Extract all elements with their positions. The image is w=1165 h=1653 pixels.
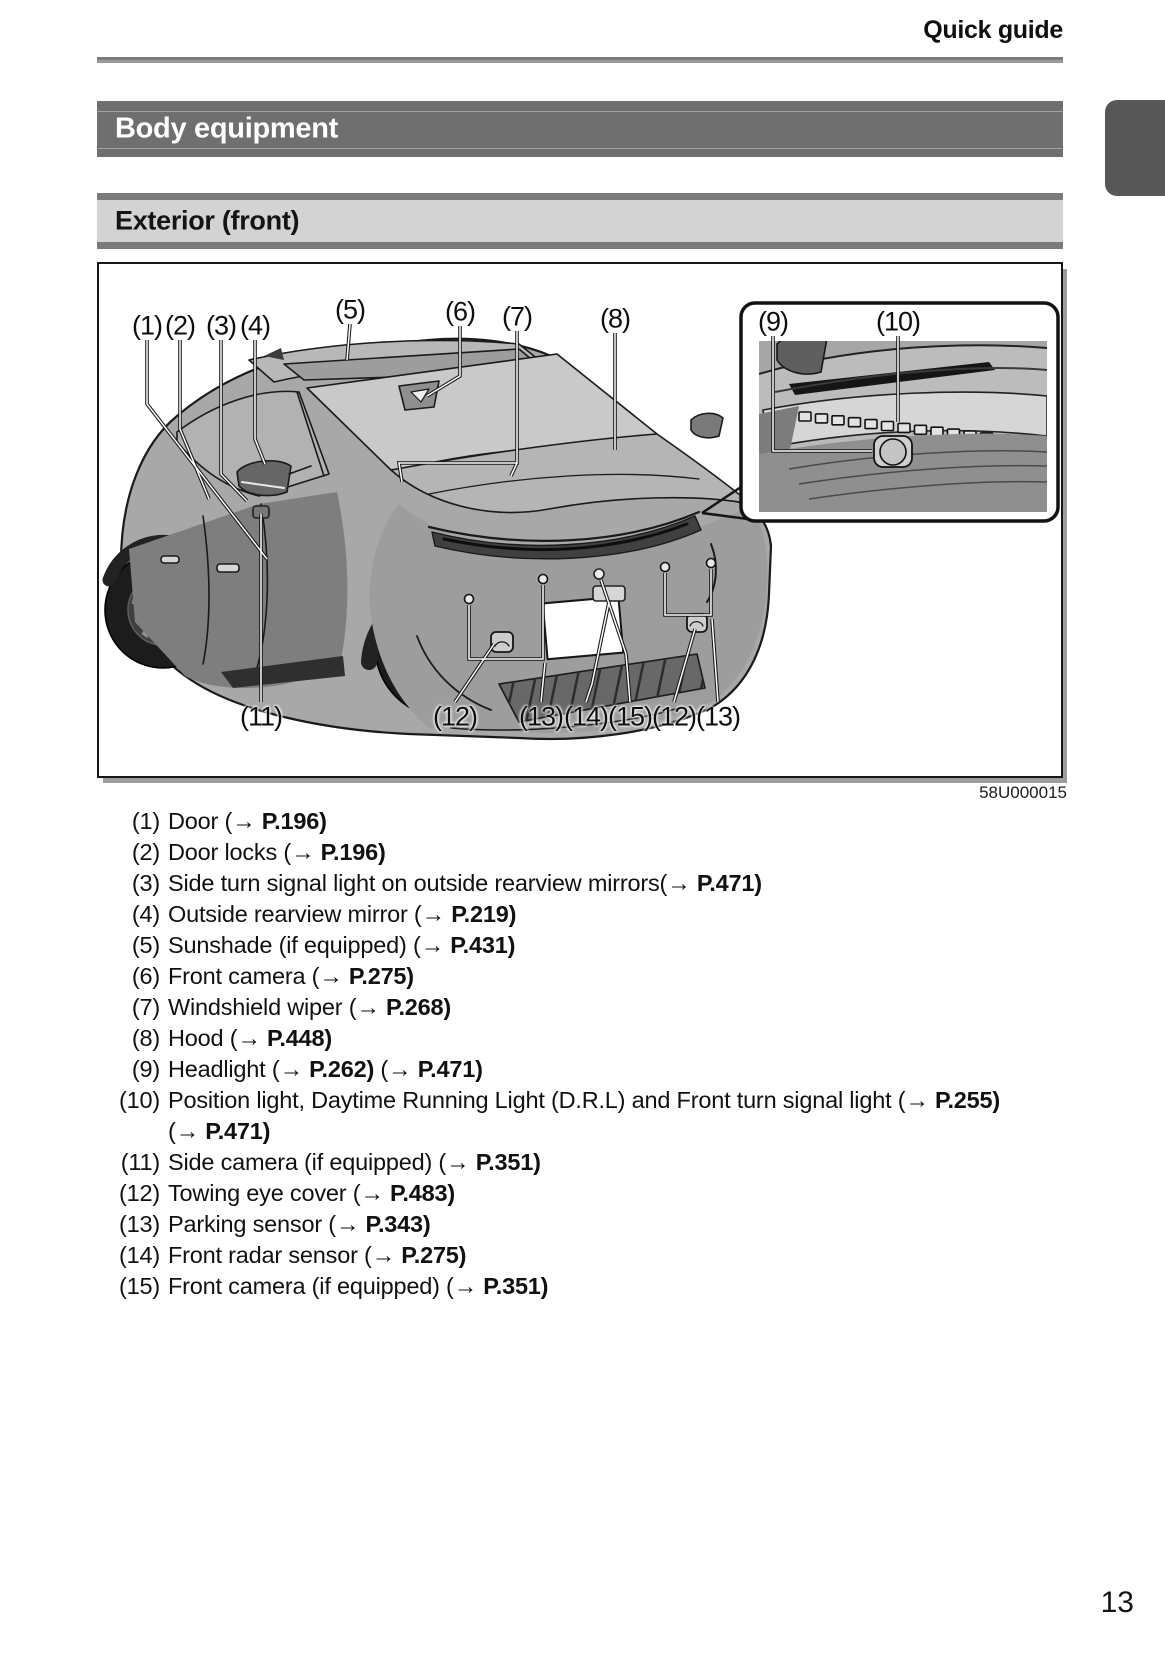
legend-item: (8) Hood (→ P.448): [98, 1023, 1108, 1054]
figure-callout-label: (5): [335, 294, 366, 325]
figure-callout-label: (14): [563, 701, 609, 732]
page-ref: P.351): [475, 1149, 541, 1175]
figure-callout-label: (6): [445, 296, 476, 327]
exterior-front-figure: (1)(2)(3)(4)(5)(6)(7)(8)(9)(10)(11)(12)(…: [97, 262, 1063, 778]
figure-callout-label: (13): [518, 701, 564, 732]
legend-item-text: Front radar sensor (→ P.275): [168, 1242, 467, 1268]
legend-item: (9) Headlight (→ P.262) (→ P.471): [98, 1054, 1108, 1085]
legend-item-number: (2): [131, 839, 160, 865]
legend-item: (7) Windshield wiper (→ P.268): [98, 992, 1108, 1023]
legend-item-number: (10): [119, 1087, 160, 1113]
page-ref: P.255): [935, 1087, 1001, 1113]
page-ref: P.219): [451, 901, 517, 927]
page-ref: P.275): [401, 1242, 467, 1268]
subsection-title: Exterior (front): [115, 205, 300, 236]
legend-item-text: Hood (→ P.448): [168, 1025, 332, 1051]
page-header-title: Quick guide: [923, 16, 1063, 44]
section-index-tab: [1105, 100, 1165, 196]
figure-callout-label: (10): [875, 306, 921, 337]
legend-item-number: (13): [119, 1211, 160, 1237]
legend-item-number: (8): [131, 1025, 160, 1051]
page-ref: P.196): [261, 808, 327, 834]
page-ref: P.448): [266, 1025, 332, 1051]
legend-item-text: Side camera (if equipped) (→ P.351): [168, 1149, 541, 1175]
figure-callout-label: (2): [165, 310, 196, 341]
page-ref: P.431): [450, 932, 516, 958]
figure-callout-label: (13): [695, 701, 741, 732]
legend-item: (5) Sunshade (if equipped) (→ P.431): [98, 930, 1108, 961]
figure-code: 58U000015: [979, 783, 1067, 802]
legend-item-text: Position light, Daytime Running Light (D…: [168, 1087, 1001, 1144]
legend-item-text: Sunshade (if equipped) (→ P.431): [168, 932, 516, 958]
figure-callout-overlay: (1)(2)(3)(4)(5)(6)(7)(8)(9)(10)(11)(12)(…: [99, 264, 1061, 776]
page-ref: P.262): [309, 1056, 375, 1082]
legend-item-text: Headlight (→ P.262) (→ P.471): [168, 1056, 483, 1082]
legend-item-text: Towing eye cover (→ P.483): [168, 1180, 455, 1206]
legend-item: (2) Door locks (→ P.196): [98, 837, 1108, 868]
legend-item-text: Windshield wiper (→ P.268): [168, 994, 452, 1020]
legend-item-number: (1): [131, 808, 160, 834]
figure-callout-label: (12): [432, 701, 478, 732]
legend-item: (10) Position light, Daytime Running Ligh…: [98, 1085, 1108, 1147]
page-ref: P.268): [386, 994, 452, 1020]
legend-item-number: (7): [131, 994, 160, 1020]
legend-item-text: Front camera (→ P.275): [168, 963, 414, 989]
banner-accent-line: [97, 148, 1063, 149]
legend-item-number: (4): [131, 901, 160, 927]
section-title: Body equipment: [115, 112, 338, 145]
legend-item-number: (11): [120, 1149, 160, 1175]
legend-item-number: (14): [119, 1242, 160, 1268]
legend-item-number: (5): [131, 932, 160, 958]
header-rule: [97, 57, 1063, 63]
section-banner: Body equipment: [97, 101, 1063, 157]
legend-item: (3) Side turn signal light on outside rea…: [98, 868, 1108, 899]
figure-callout-label: (11): [239, 701, 283, 732]
inset-closeup: [739, 301, 1060, 523]
figure-callout-label: (12): [651, 701, 697, 732]
legend: (1) Door (→ P.196) (2) Door locks (→ P.196)…: [98, 806, 1108, 1302]
figure-callout-label: (8): [600, 303, 631, 334]
page-ref: P.275): [348, 963, 414, 989]
legend-item-text: Door (→ P.196): [168, 808, 327, 834]
legend-item: (4) Outside rearview mirror (→ P.219): [98, 899, 1108, 930]
page-ref: P.483): [389, 1180, 455, 1206]
banner-accent-line: [97, 111, 1063, 112]
legend-item-number: (3): [131, 870, 160, 896]
page-ref: P.471): [417, 1056, 483, 1082]
legend-item-number: (15): [119, 1273, 160, 1299]
figure-callout-label: (7): [502, 301, 533, 332]
legend-item-number: (12): [119, 1180, 160, 1206]
legend-item: (13) Parking sensor (→ P.343): [98, 1209, 1108, 1240]
subsection-banner: Exterior (front): [97, 193, 1063, 249]
figure-callout-label: (1): [132, 310, 163, 341]
legend-item: (15) Front camera (if equipped) (→ P.351): [98, 1271, 1108, 1302]
page-number: 13: [1100, 1586, 1134, 1619]
legend-item-number: (9): [131, 1056, 160, 1082]
page-ref: P.471): [696, 870, 762, 896]
legend-item-text: Parking sensor (→ P.343): [168, 1211, 431, 1237]
page-ref: P.351): [483, 1273, 549, 1299]
legend-item: (6) Front camera (→ P.275): [98, 961, 1108, 992]
legend-item-number: (6): [131, 963, 160, 989]
page-ref: P.343): [365, 1211, 431, 1237]
legend-item-text: Outside rearview mirror (→ P.219): [168, 901, 517, 927]
legend-item-text: Front camera (if equipped) (→ P.351): [168, 1273, 549, 1299]
figure-callout-label: (4): [240, 310, 271, 341]
figure-callout-label: (15): [607, 701, 653, 732]
page-ref: P.471): [205, 1118, 271, 1144]
legend-item: (1) Door (→ P.196): [98, 806, 1108, 837]
legend-item-text: Side turn signal light on outside rearvi…: [168, 870, 762, 896]
legend-item-text: Door locks (→ P.196): [168, 839, 386, 865]
figure-callout-label: (3): [206, 310, 237, 341]
legend-item: (11) Side camera (if equipped) (→ P.351): [98, 1147, 1108, 1178]
figure-callout-label: (9): [758, 306, 789, 337]
page-ref: P.196): [320, 839, 386, 865]
legend-item: (12) Towing eye cover (→ P.483): [98, 1178, 1108, 1209]
legend-item: (14) Front radar sensor (→ P.275): [98, 1240, 1108, 1271]
